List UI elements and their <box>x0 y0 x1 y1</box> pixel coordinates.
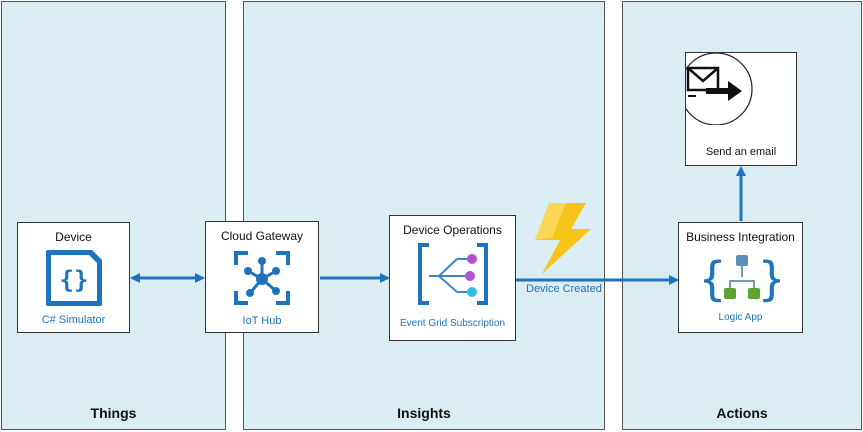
device-created-label: Device Created <box>526 283 602 295</box>
things-zone: Things <box>1 1 226 430</box>
insights-zone-label: Insights <box>397 405 451 421</box>
cloud-gateway-node[interactable]: Cloud Gateway IoT Hub <box>205 221 319 333</box>
business-integration-title: Business Integration <box>686 230 795 244</box>
iot-hub-icon <box>234 251 290 305</box>
cloud-gateway-subtitle: IoT Hub <box>242 315 282 327</box>
event-grid-icon <box>418 243 488 305</box>
cloud-gateway-title: Cloud Gateway <box>220 229 304 243</box>
business-integration-subtitle: Logic App <box>718 312 763 323</box>
device-title: Device <box>55 230 92 244</box>
device-node[interactable]: Device {} C# Simulator <box>17 222 130 333</box>
actions-zone-label: Actions <box>716 405 768 421</box>
svg-text:{}: {} <box>60 266 89 294</box>
code-file-icon: {} <box>46 250 102 306</box>
things-zone-label: Things <box>90 405 137 421</box>
device-subtitle: C# Simulator <box>41 314 106 326</box>
device-operations-subtitle: Event Grid Subscription <box>399 318 506 329</box>
device-operations-title: Device Operations <box>403 223 502 237</box>
send-email-node[interactable]: Send an email <box>685 52 797 166</box>
svg-text:}: } <box>757 252 780 306</box>
business-integration-node[interactable]: Business Integration { } Logic App <box>678 222 803 333</box>
send-email-title: Send an email <box>705 146 777 158</box>
device-operations-node[interactable]: Device Operations Event Grid Subscriptio… <box>389 215 516 341</box>
logic-app-icon: { } <box>704 252 780 306</box>
send-email-icon <box>686 53 753 125</box>
svg-text:{: { <box>704 252 727 306</box>
